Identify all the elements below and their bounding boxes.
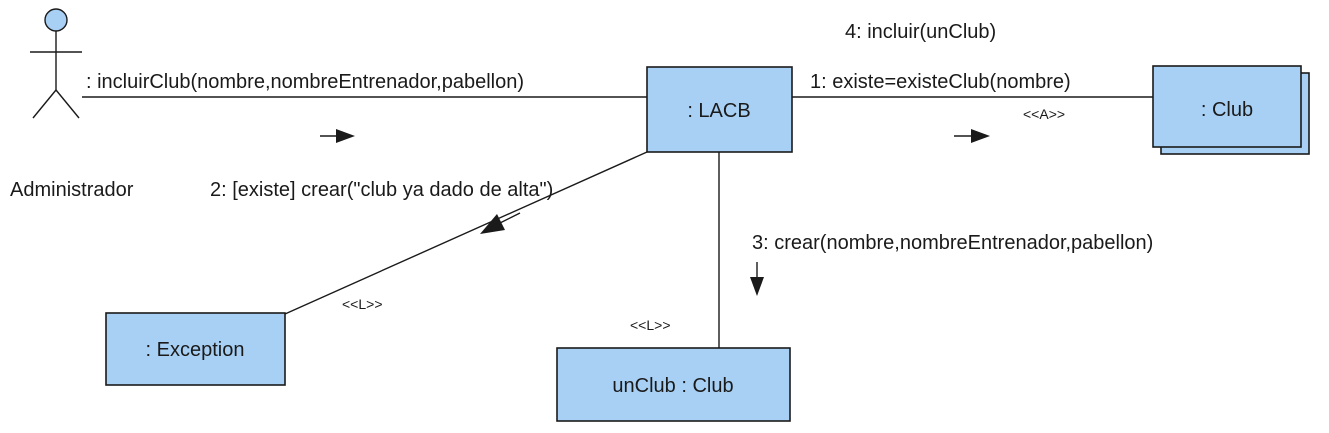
arrow-right-icon <box>954 129 990 143</box>
arrow-right-icon <box>320 129 355 143</box>
stick-figure-actor-icon <box>30 8 82 119</box>
message-incluir-club: : incluirClub(nombre,nombreEntrenador,pa… <box>86 71 524 93</box>
stereotype-assoc-club: <<A>> <box>1023 106 1065 122</box>
object-exception-label: : Exception <box>146 339 245 361</box>
message-crear-exception: 2: [existe] crear("club ya dado de alta"… <box>210 179 553 201</box>
message-crear-club: 3: crear(nombre,nombreEntrenador,pabello… <box>752 232 1153 254</box>
object-lacb-label: : LACB <box>687 100 750 122</box>
message-incluir: 4: incluir(unClub) <box>845 21 996 43</box>
arrow-down-icon <box>750 262 764 296</box>
object-club-multi[interactable]: : Club <box>1152 65 1310 155</box>
stereotype-local-unclub: <<L>> <box>630 317 671 333</box>
link-lacb-exception[interactable] <box>284 151 648 315</box>
actor-administrador[interactable]: Administrador <box>10 8 134 201</box>
object-lacb[interactable]: : LACB <box>646 66 793 153</box>
stereotype-local-exception: <<L>> <box>342 296 383 312</box>
object-exception[interactable]: : Exception <box>105 312 286 386</box>
arrow-down-left-icon <box>480 212 521 234</box>
object-unclub-label: unClub : Club <box>612 375 733 397</box>
actor-name: Administrador <box>10 179 134 201</box>
message-existe: 1: existe=existeClub(nombre) <box>810 71 1071 93</box>
object-unclub[interactable]: unClub : Club <box>556 347 791 422</box>
object-club-label: : Club <box>1201 99 1253 121</box>
